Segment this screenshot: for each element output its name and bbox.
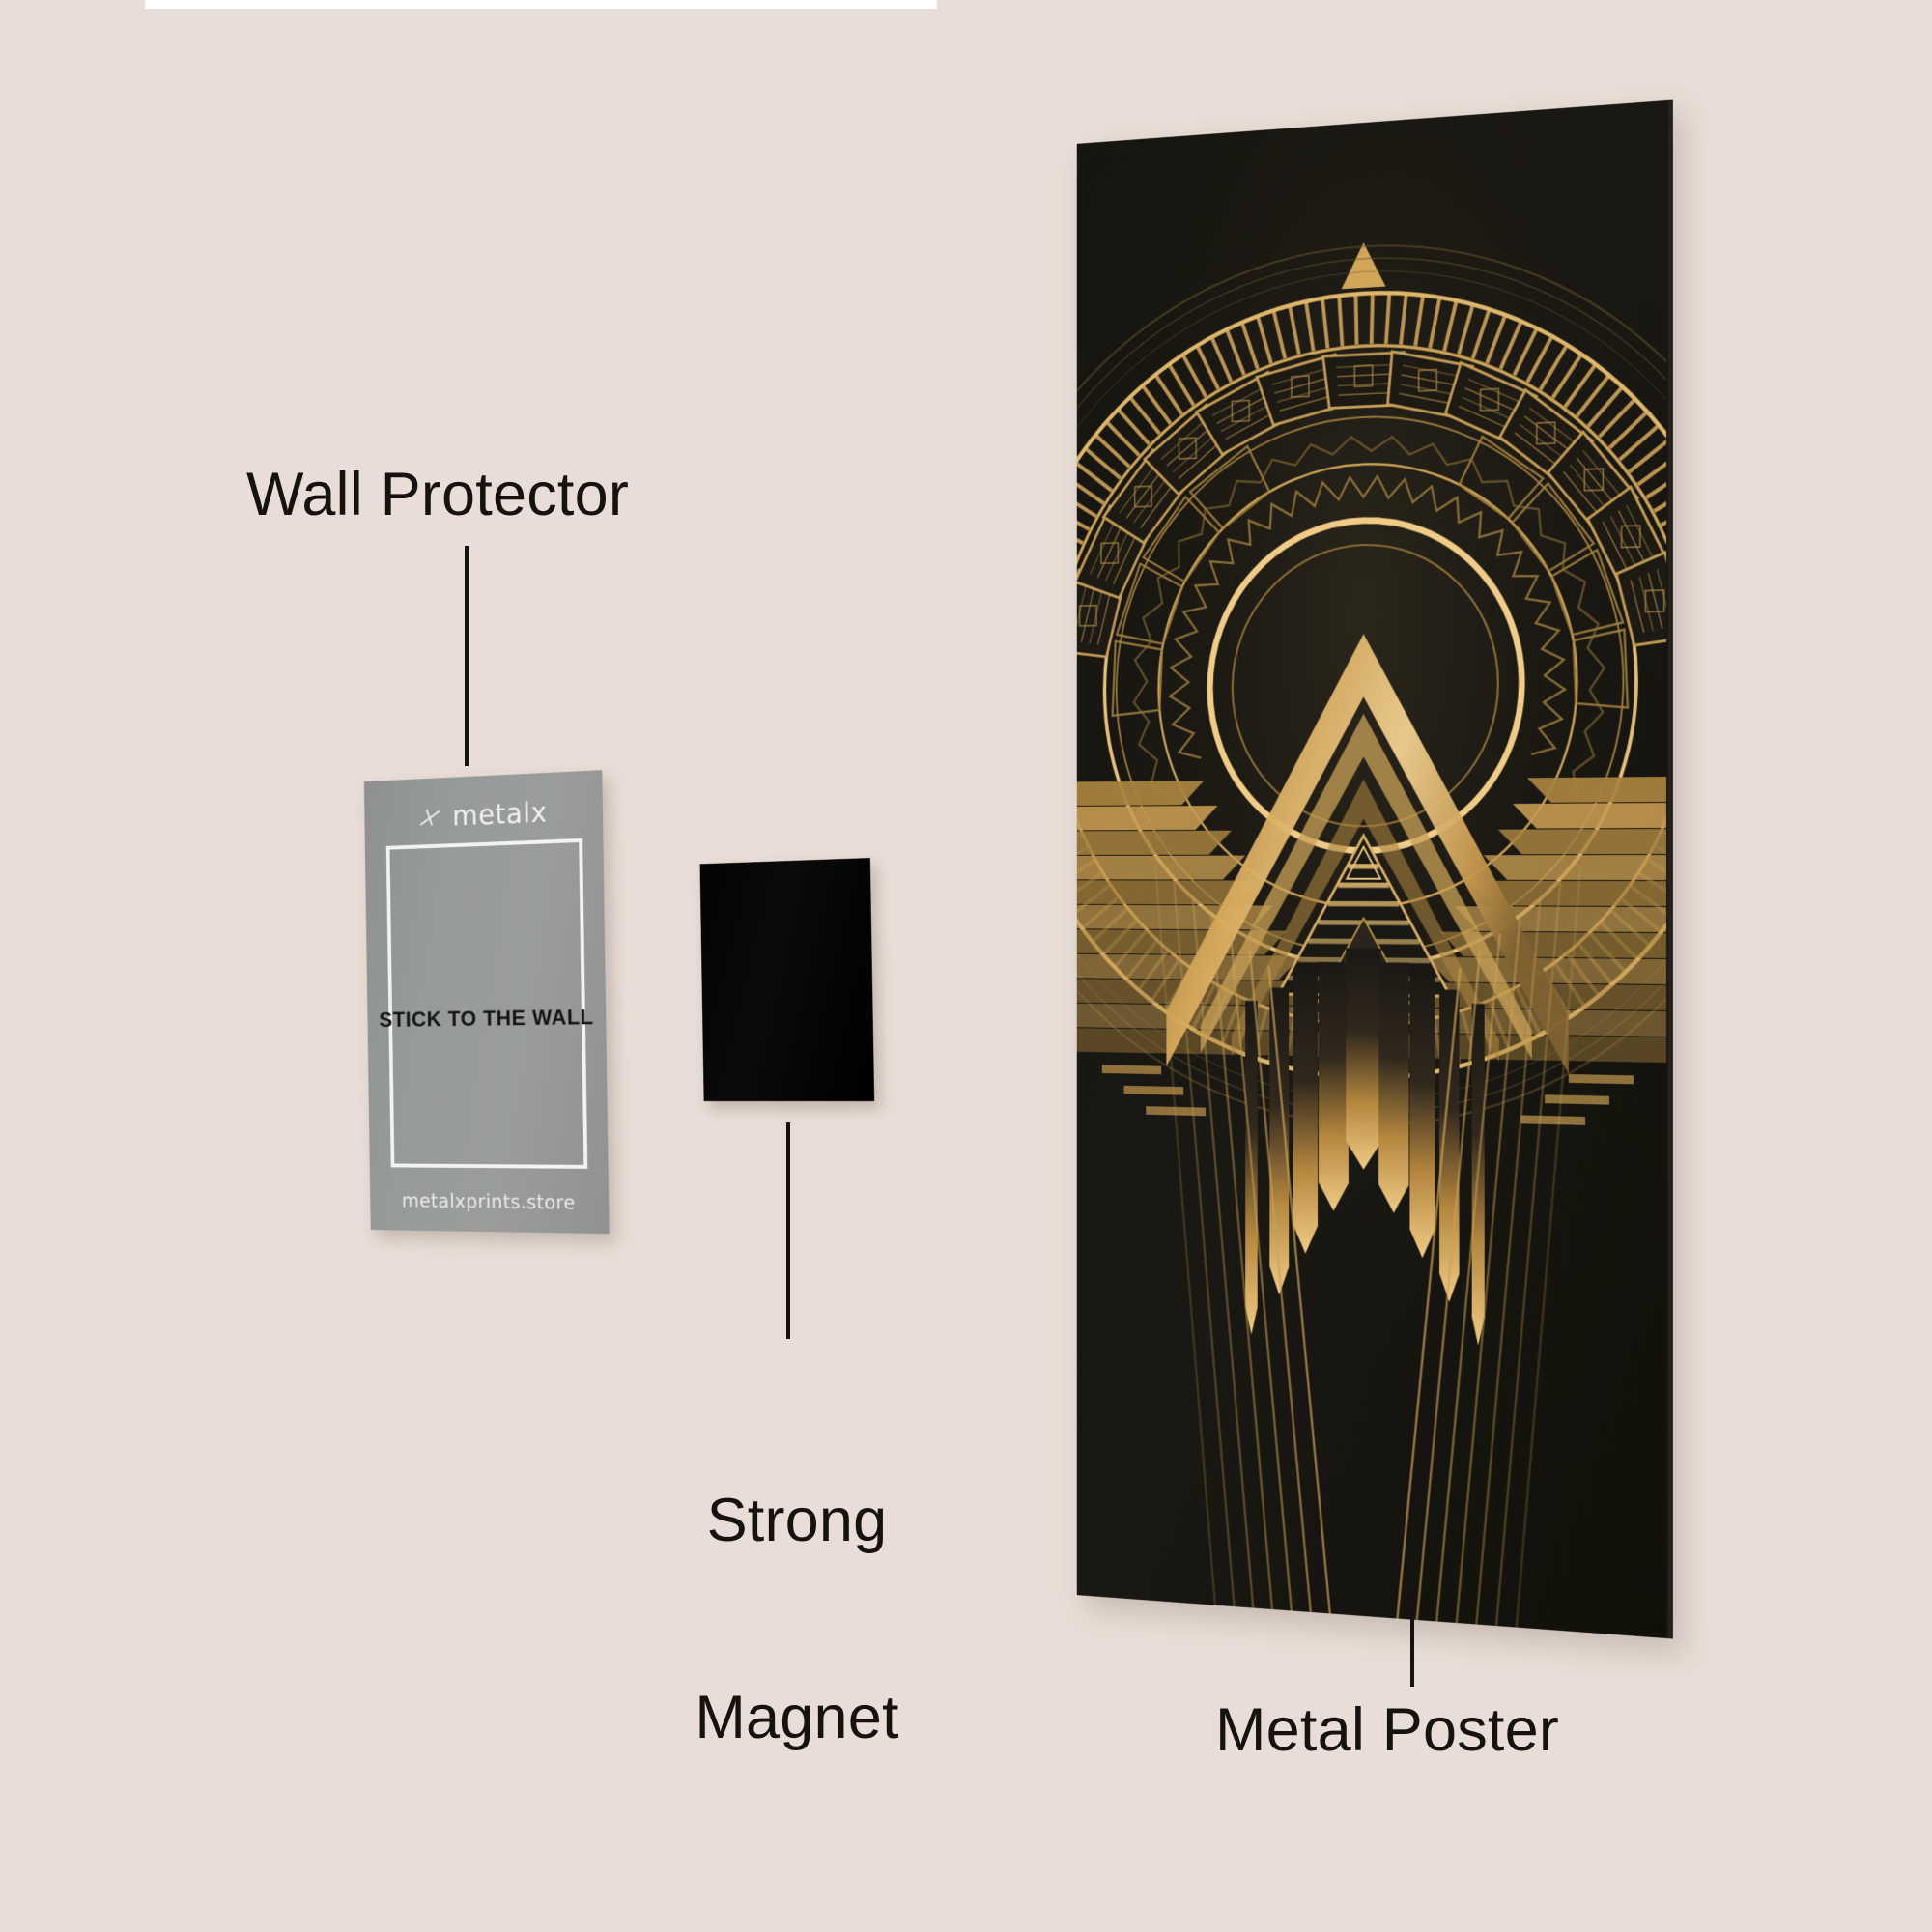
callout-label-strong-magnet-line1: Strong xyxy=(706,1487,888,1555)
wall-protector-headline: STICK TO THE WALL xyxy=(379,1005,594,1032)
leader-line-wall-protector xyxy=(465,546,469,766)
magnet-face xyxy=(699,858,875,1102)
wall-protector-card: metalx STICK TO THE WALL metalxprints.st… xyxy=(363,770,610,1235)
callout-label-strong-magnet: Strong Magnet xyxy=(676,1356,918,1882)
metal-poster-panel xyxy=(1077,99,1673,1639)
callout-label-wall-protector: Wall Protector xyxy=(246,461,630,528)
wall-protector-face: metalx STICK TO THE WALL metalxprints.st… xyxy=(363,770,610,1235)
leader-line-strong-magnet xyxy=(786,1122,790,1339)
callout-label-metal-poster: Metal Poster xyxy=(1215,1696,1560,1764)
top-white-strip xyxy=(145,0,937,9)
leader-line-metal-poster xyxy=(1410,1540,1414,1687)
metal-poster-artwork xyxy=(1141,100,1666,1638)
metal-poster-side-edge xyxy=(1666,99,1673,1639)
callout-label-strong-magnet-line2: Magnet xyxy=(695,1684,899,1752)
wall-protector-brand-text: metalx xyxy=(451,795,548,833)
wall-protector-inner-border xyxy=(385,838,588,1169)
strong-magnet-block xyxy=(699,858,875,1102)
wall-protector-logo: metalx xyxy=(364,793,603,836)
wall-protector-url: metalxprints.store xyxy=(401,1188,576,1214)
metalx-cross-icon xyxy=(417,803,444,832)
